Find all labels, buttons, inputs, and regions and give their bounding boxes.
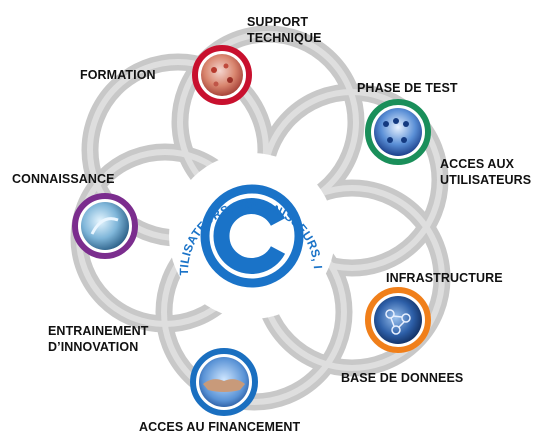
formation-photo-icon <box>201 54 243 96</box>
label-entrainement-innovation: ENTRAINEMENT D’INNOVATION <box>48 324 149 354</box>
label-connaissance: CONNAISSANCE <box>12 172 115 186</box>
label-infrastructure: INFRASTRUCTURE <box>386 271 503 285</box>
infrastructure-photo-icon <box>374 296 422 344</box>
label-phase-de-test: PHASE DE TEST <box>357 81 458 95</box>
label-acces-au-financement: ACCES AU FINANCEMENT <box>139 420 301 434</box>
test-photo-icon <box>374 108 422 156</box>
node-financement <box>190 348 258 416</box>
label-base-de-donnees: BASE DE DONNEES <box>341 371 464 385</box>
label-formation: FORMATION <box>80 68 156 82</box>
connaissance-photo-icon <box>81 202 129 250</box>
label-acces-aux-utilisateurs: ACCES AUX UTILISATEURS <box>440 157 532 187</box>
logo-c-mark <box>213 198 286 274</box>
node-formation <box>192 45 252 105</box>
logo-outer-ring <box>200 184 304 288</box>
label-support-technique: SUPPORT TECHNIQUE <box>247 15 322 45</box>
node-infrastructure <box>365 287 431 353</box>
node-phase-de-test <box>365 99 431 165</box>
node-connaissance <box>72 193 138 259</box>
